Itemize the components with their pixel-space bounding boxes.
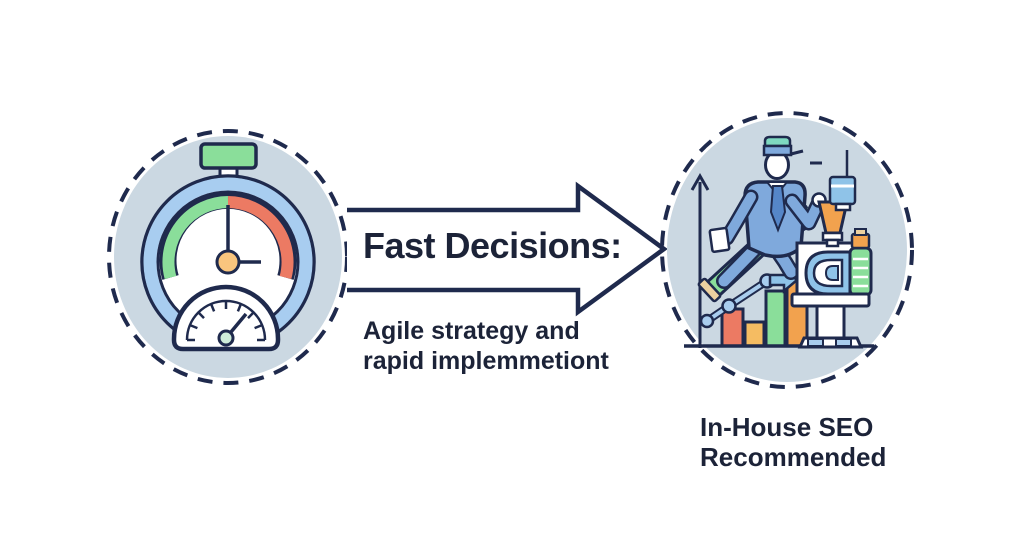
machine-tabletop bbox=[790, 292, 871, 308]
bar-green bbox=[764, 289, 787, 348]
right-badge-dashed-border bbox=[660, 111, 914, 389]
gauge-body bbox=[171, 284, 281, 352]
machine-foot-right bbox=[835, 338, 852, 347]
tumbler-base bbox=[834, 202, 852, 212]
funnel-spout bbox=[825, 238, 840, 248]
right-badge-label: In-House SEO Recommended bbox=[700, 412, 887, 472]
cap-crown bbox=[763, 135, 792, 148]
stopwatch-button bbox=[199, 142, 258, 170]
analyst-climbing-growth-chart-icon bbox=[660, 111, 914, 389]
cylinder-cap bbox=[850, 232, 871, 250]
arrow-subtitle: Agile strategy and rapid implemmetiont bbox=[363, 317, 609, 375]
motor-core bbox=[824, 265, 839, 281]
cap-band bbox=[762, 144, 793, 157]
motor-cylinder bbox=[848, 246, 873, 297]
bar-red bbox=[720, 307, 745, 348]
gauge-hub bbox=[217, 329, 235, 347]
tumbler-cup bbox=[828, 175, 857, 206]
y-axis-arrowhead bbox=[690, 172, 710, 191]
analyst-figure bbox=[708, 135, 827, 289]
bar-yellow bbox=[743, 320, 766, 348]
gauge-icon bbox=[171, 284, 281, 352]
growth-arrow-tail bbox=[697, 277, 722, 303]
gauge-ticks bbox=[187, 301, 265, 342]
stopwatch-hub bbox=[215, 249, 241, 275]
tie bbox=[769, 185, 787, 233]
dial-band-red bbox=[227, 196, 294, 280]
machine-foot-left bbox=[807, 338, 824, 347]
stopwatch-speedometer-icon bbox=[107, 129, 349, 385]
seo-machine bbox=[790, 150, 873, 349]
arrow-title: Fast Decisions: bbox=[363, 225, 622, 266]
cylinder-cap-top bbox=[854, 228, 867, 236]
dial-band-green bbox=[162, 196, 229, 280]
arrow-right-shape bbox=[347, 181, 668, 317]
cylinder-stripes bbox=[853, 257, 868, 288]
cap-brim bbox=[790, 149, 804, 156]
paper-card bbox=[708, 226, 731, 253]
machine-column bbox=[815, 304, 846, 340]
